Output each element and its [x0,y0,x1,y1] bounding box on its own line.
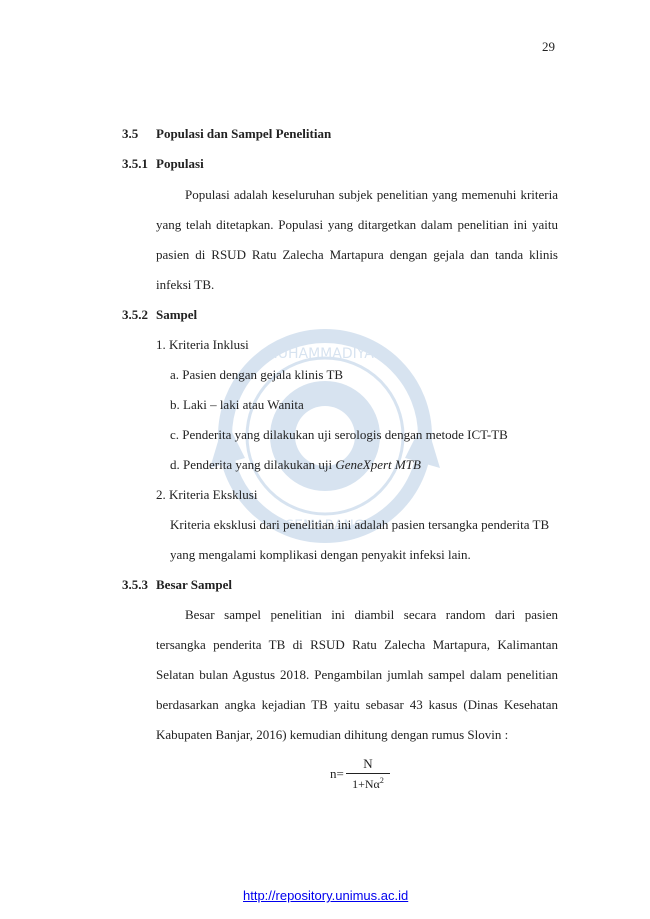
page-number: 29 [542,39,555,54]
formula-denominator: 1+Nα2 [346,776,390,792]
list-item-text: d. Penderita yang dilakukan uji [170,457,336,472]
section-number: 3.5 [122,126,139,141]
list-item-italic-text: GeneXpert MTB [335,457,421,472]
paragraph-line: Kabupaten Banjar, 2016) kemudian dihitun… [156,727,509,742]
section-title: Sampel [156,307,198,322]
formula-numerator: N [363,756,373,771]
denominator-exponent: 2 [379,776,384,785]
section-number: 3.5.3 [122,577,148,592]
section-heading-3-5-3: 3.5.3 Besar Sampel [122,577,232,593]
paragraph-line: yang telah ditetapkan. Populasi yang dit… [156,217,558,232]
list-item: a. Pasien dengan gejala klinis TB [170,367,344,382]
paragraph-line: Populasi adalah keseluruhan subjek penel… [185,187,558,202]
section-number: 3.5.1 [122,156,148,171]
list-item: c. Penderita yang dilakukan uji serologi… [170,427,508,442]
paragraph-line: pasien di RSUD Ratu Zalecha Martapura de… [156,247,558,262]
paragraph-line: berdasarkan angka kejadian TB yaitu seba… [156,697,558,712]
denominator-base: 1+Nα [352,777,380,791]
section-title: Populasi [156,156,204,171]
svg-text:MUHAMMADIYAH: MUHAMMADIYAH [266,346,385,362]
section-heading-3-5: 3.5 Populasi dan Sampel Penelitian [122,126,331,142]
section-title: Populasi dan Sampel Penelitian [156,126,332,141]
section-title: Besar Sampel [156,577,232,592]
formula-lhs: n= [330,766,344,781]
paragraph-line: tersangka penderita TB di RSUD Ratu Zale… [156,637,558,652]
university-logo-watermark: MUHAMMADIYAH SEMARANG [210,329,440,543]
section-number: 3.5.2 [122,307,148,322]
svg-text:SEMARANG: SEMARANG [285,518,364,534]
exclusion-heading: 2. Kriteria Eksklusi [156,487,258,502]
fraction-bar [346,773,390,774]
section-heading-3-5-2: 3.5.2 Sampel [122,307,197,323]
list-item: d. Penderita yang dilakukan uji GeneXper… [170,457,421,473]
inclusion-heading: 1. Kriteria Inklusi [156,337,249,352]
repository-link[interactable]: http://repository.unimus.ac.id [243,888,409,903]
section-heading-3-5-1: 3.5.1 Populasi [122,156,204,172]
paragraph-line: yang mengalami komplikasi dengan penyaki… [170,547,471,562]
paragraph-line: infeksi TB. [156,277,215,292]
formula-fraction: N 1+Nα2 [346,756,390,792]
paragraph-line: Kriteria eksklusi dari penelitian ini ad… [170,517,550,532]
paragraph-line: Besar sampel penelitian ini diambil seca… [185,607,558,622]
paragraph-line: Selatan bulan Agustus 2018. Pengambilan … [156,667,558,682]
list-item: b. Laki – laki atau Wanita [170,397,304,412]
